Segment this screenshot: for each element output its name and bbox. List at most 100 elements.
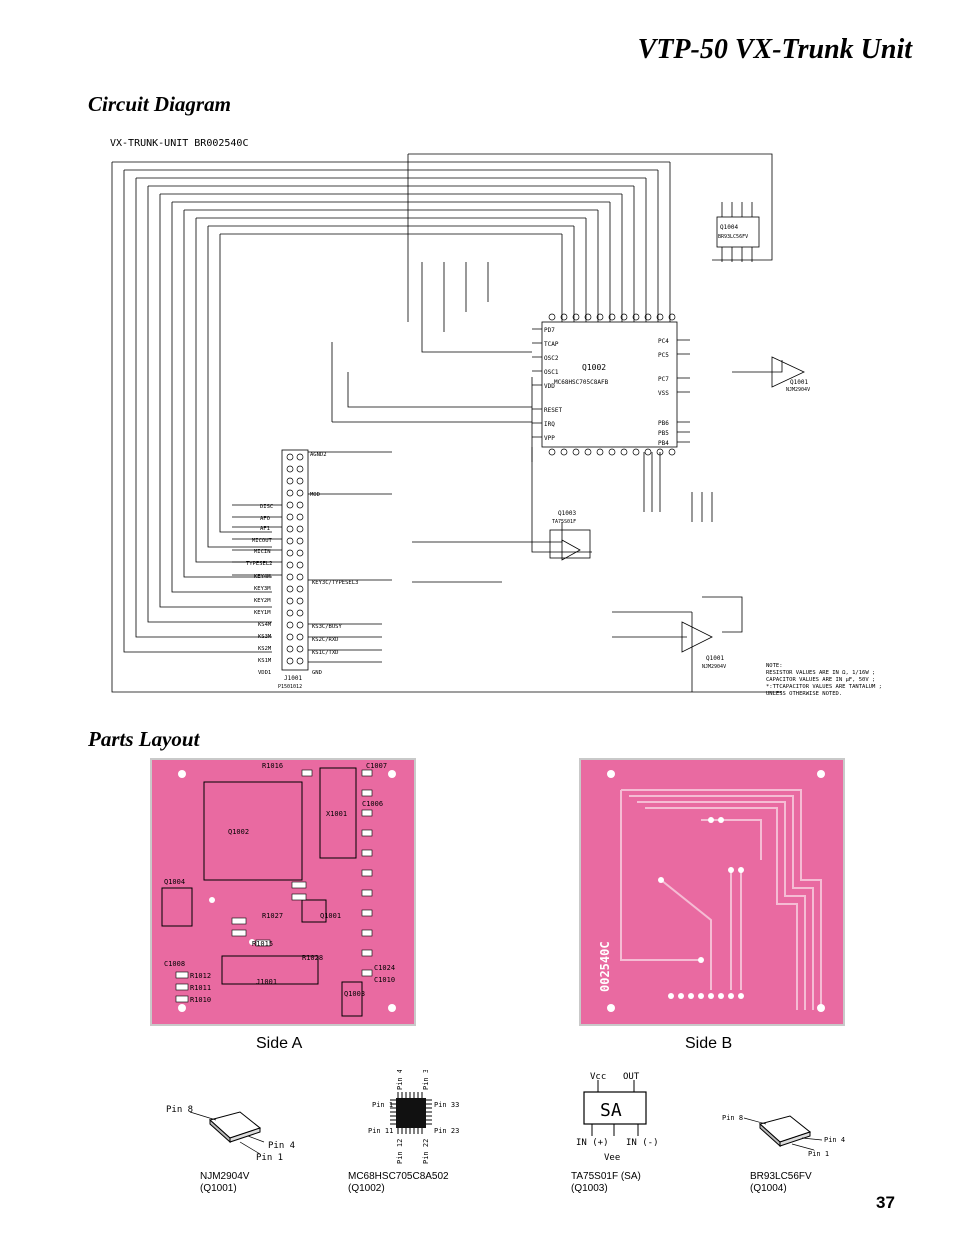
pkg1-pin8: Pin 8 bbox=[166, 1105, 193, 1115]
conn-signal-14: KS2M bbox=[258, 646, 272, 652]
conn-right-signal-1: KS3C/BUSY bbox=[312, 624, 342, 630]
package-br93-drawing: Pin 8 Pin 4 Pin 1 bbox=[722, 1114, 845, 1158]
side-a-label-14: C1024 bbox=[374, 964, 395, 972]
conn-right-signal-0: KEY3C/TYPESEL3 bbox=[312, 580, 358, 586]
section-parts-layout: Parts Layout bbox=[88, 727, 200, 751]
connector-ref: J1001 bbox=[284, 675, 302, 682]
side-a-label-3: Q1002 bbox=[228, 828, 249, 836]
side-a-label-6: J1001 bbox=[256, 978, 277, 986]
pkg2-pin44: Pin 44 bbox=[396, 1070, 404, 1090]
pkg2-pin34: Pin 34 bbox=[422, 1070, 430, 1090]
section-circuit-diagram: Circuit Diagram bbox=[88, 92, 231, 116]
pkg4-pin1: Pin 1 bbox=[808, 1150, 829, 1158]
conn-right-signal-3: KS1C/TXD bbox=[312, 650, 339, 656]
pkg3-name: TA75S01F (SA) bbox=[571, 1171, 641, 1182]
pkg4-name: BR93LC56FV bbox=[750, 1171, 812, 1182]
side-a-label-1: C1007 bbox=[366, 762, 387, 770]
pkg1-pin4: Pin 4 bbox=[268, 1141, 295, 1151]
mcu-pin-right-0: PC4 bbox=[658, 338, 669, 345]
side-a-label-16: R1015 bbox=[252, 940, 273, 948]
page-title: VTP-50 VX-Trunk Unit bbox=[637, 34, 912, 65]
side-a-label-9: R1012 bbox=[190, 972, 211, 980]
side-a-label-13: C1010 bbox=[374, 976, 395, 984]
page-number: 37 bbox=[876, 1193, 895, 1212]
side-a-label-17: R1028 bbox=[302, 954, 323, 962]
side-a-label-0: R1016 bbox=[262, 762, 283, 770]
pkg2-pin33: Pin 33 bbox=[434, 1101, 459, 1109]
mcu-part: MC68HSC705C8AFB bbox=[554, 379, 609, 386]
connector-part: P1501012 bbox=[278, 684, 302, 690]
circuit-schematic: VX-TRUNK-UNIT BR002540C Q1002 MC68HSC705… bbox=[110, 138, 882, 697]
pkg4-pin8: Pin 8 bbox=[722, 1114, 743, 1122]
opamp-part-bottom: NJM2904V bbox=[702, 664, 726, 670]
mcu-pin-right-4: PB6 bbox=[658, 420, 669, 427]
pcb-side-a: R1016 C1007 X1001 Q1002 C1006 Q1001 J100… bbox=[150, 758, 416, 1026]
pkg1-name: NJM2904V bbox=[200, 1171, 250, 1182]
mcu-pin-right-2: PC7 bbox=[658, 376, 669, 383]
pcb-side-b-artwork: 002540C bbox=[598, 770, 825, 1012]
pkg4-ref: (Q1004) bbox=[750, 1183, 787, 1194]
pkg2-pin11: Pin 11 bbox=[368, 1127, 393, 1135]
pkg1-pin1: Pin 1 bbox=[256, 1153, 283, 1163]
conn-signal-2: DISC bbox=[260, 504, 273, 510]
pkg2-ref: (Q1002) bbox=[348, 1183, 385, 1194]
side-a-label-7: Q1004 bbox=[164, 878, 185, 886]
pkg3-in-minus: IN (-) bbox=[626, 1138, 659, 1148]
mcu-pin-left-3: OSC1 bbox=[544, 369, 559, 376]
pkg3-out: OUT bbox=[623, 1072, 640, 1082]
pkg2-pin22: Pin 22 bbox=[422, 1139, 430, 1164]
note-line-3: *:TTCAPACITOR VALUES ARE TANTALUM ; bbox=[766, 684, 882, 690]
pkg1-ref: (Q1001) bbox=[200, 1183, 237, 1194]
side-a-label-8: C1008 bbox=[164, 960, 185, 968]
pkg3-in-plus: IN (+) bbox=[576, 1138, 609, 1148]
conn-signal-5: MICOUT bbox=[252, 538, 273, 544]
pkg2-pin1: Pin 1 bbox=[372, 1101, 393, 1109]
mcu-ref: Q1002 bbox=[582, 363, 606, 372]
opamp-ref-bottom: Q1001 bbox=[706, 655, 724, 662]
side-b-board-code: 002540C bbox=[598, 941, 612, 992]
mcu-pin-right-6: PB4 bbox=[658, 440, 669, 447]
mcu-pin-left-7: VPP bbox=[544, 435, 555, 442]
conn-signal-13: KS3M bbox=[258, 634, 272, 640]
mcu-pin-left-1: TCAP bbox=[544, 341, 559, 348]
pkg3-vcc: Vcc bbox=[590, 1072, 606, 1082]
side-b-caption: Side B bbox=[685, 1035, 733, 1052]
conn-right-signal-4: GND bbox=[312, 670, 322, 676]
comparator-part: TA75S01F bbox=[552, 519, 576, 525]
note-line-4: UNLESS OTHERWISE NOTED. bbox=[766, 691, 842, 697]
mcu-pin-left-0: PD7 bbox=[544, 327, 555, 334]
conn-signal-0: AGND2 bbox=[310, 452, 327, 458]
note-line-1: RESISTOR VALUES ARE IN Ω, 1/16W ; bbox=[766, 670, 875, 676]
eeprom-ref: Q1004 bbox=[720, 224, 738, 231]
note-line-2: CAPACITOR VALUES ARE IN μF, 50V ; bbox=[766, 677, 875, 683]
conn-signal-16: VDD1 bbox=[258, 670, 271, 676]
side-a-label-12: Q1003 bbox=[344, 990, 365, 998]
package-njm2904v-drawing: Pin 8 Pin 4 Pin 1 bbox=[166, 1105, 295, 1163]
pkg3-ref: (Q1003) bbox=[571, 1183, 608, 1194]
pkg3-vee: Vee bbox=[604, 1153, 620, 1163]
side-a-caption: Side A bbox=[256, 1035, 303, 1052]
schematic-header: VX-TRUNK-UNIT BR002540C bbox=[110, 138, 248, 149]
pcb-side-a-artwork: R1016 C1007 X1001 Q1002 C1006 Q1001 J100… bbox=[161, 762, 396, 1017]
mcu-pin-right-3: VSS bbox=[658, 390, 669, 397]
package-qfp-drawing: Pin 44 Pin 34 Pin 1 Pin 33 Pin 11 Pin 23… bbox=[368, 1070, 459, 1164]
conn-signal-9: KEY3M bbox=[254, 586, 271, 592]
mcu-pin-right-5: PB5 bbox=[658, 430, 669, 437]
opamp-ref-top: Q1001 bbox=[790, 379, 808, 386]
package-sot-drawing: Vcc OUT SA IN (+) IN (-) Vee bbox=[576, 1072, 659, 1163]
conn-signal-4: AF1 bbox=[260, 526, 270, 532]
pkg2-name: MC68HSC705C8A502 bbox=[348, 1171, 449, 1182]
conn-signal-8: KEY4M bbox=[254, 574, 271, 580]
conn-signal-10: KEY2M bbox=[254, 598, 271, 604]
side-a-label-15: R1027 bbox=[262, 912, 283, 920]
note-line-0: NOTE: bbox=[766, 663, 783, 669]
conn-right-signal-2: KS2C/RXD bbox=[312, 637, 339, 643]
mcu-pin-left-6: IRQ bbox=[544, 421, 555, 428]
conn-signal-6: MICIN bbox=[254, 549, 271, 555]
conn-signal-3: AFO bbox=[260, 516, 270, 522]
conn-signal-11: KEY1M bbox=[254, 610, 271, 616]
side-a-label-11: R1010 bbox=[190, 996, 211, 1004]
pkg4-pin4: Pin 4 bbox=[824, 1136, 845, 1144]
conn-signal-7: TYPESEL2 bbox=[246, 561, 273, 567]
conn-signal-15: KS1M bbox=[258, 658, 272, 664]
